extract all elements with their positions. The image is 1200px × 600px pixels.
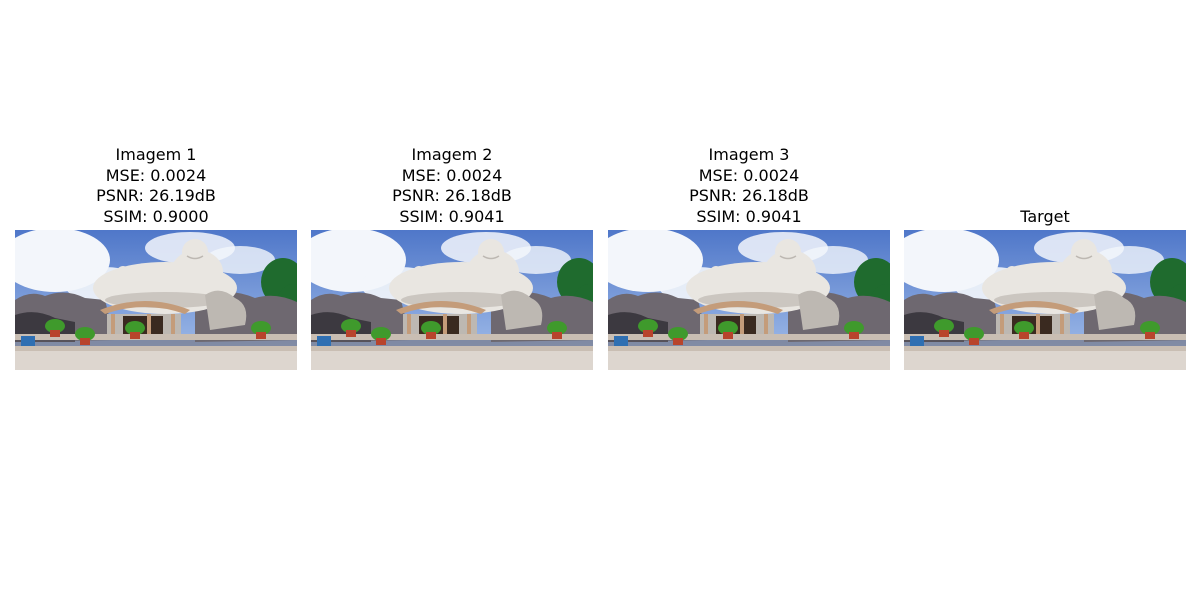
psnr-value: PSNR: 26.18dB: [392, 186, 512, 206]
panel-caption: Imagem 3 MSE: 0.0024 PSNR: 26.18dB SSIM:…: [608, 140, 890, 230]
psnr-value: PSNR: 26.19dB: [96, 186, 216, 206]
panel-title: Target: [1020, 207, 1070, 227]
panel-caption: Imagem 2 MSE: 0.0024 PSNR: 26.18dB SSIM:…: [311, 140, 593, 230]
panel-caption: Imagem 1 MSE: 0.0024 PSNR: 26.19dB SSIM:…: [15, 140, 297, 230]
buddha-statue-image: [311, 230, 593, 370]
panel-target: Target: [904, 140, 1186, 370]
buddha-statue-image: [608, 230, 890, 370]
panel-imagem-1: Imagem 1 MSE: 0.0024 PSNR: 26.19dB SSIM:…: [15, 140, 297, 370]
buddha-statue-image: [15, 230, 297, 370]
psnr-value: PSNR: 26.18dB: [689, 186, 809, 206]
panel-caption: Target: [904, 140, 1186, 230]
ssim-value: SSIM: 0.9041: [399, 207, 505, 227]
panel-title: Imagem 1: [115, 144, 197, 164]
mse-value: MSE: 0.0024: [401, 165, 503, 185]
panel-title: Imagem 2: [411, 144, 493, 164]
mse-value: MSE: 0.0024: [698, 165, 800, 185]
panel-imagem-2: Imagem 2 MSE: 0.0024 PSNR: 26.18dB SSIM:…: [311, 140, 593, 370]
mse-value: MSE: 0.0024: [105, 165, 207, 185]
ssim-value: SSIM: 0.9041: [696, 207, 802, 227]
ssim-value: SSIM: 0.9000: [103, 207, 209, 227]
panel-title: Imagem 3: [708, 144, 790, 164]
panel-imagem-3: Imagem 3 MSE: 0.0024 PSNR: 26.18dB SSIM:…: [608, 140, 890, 370]
buddha-statue-image: [904, 230, 1186, 370]
